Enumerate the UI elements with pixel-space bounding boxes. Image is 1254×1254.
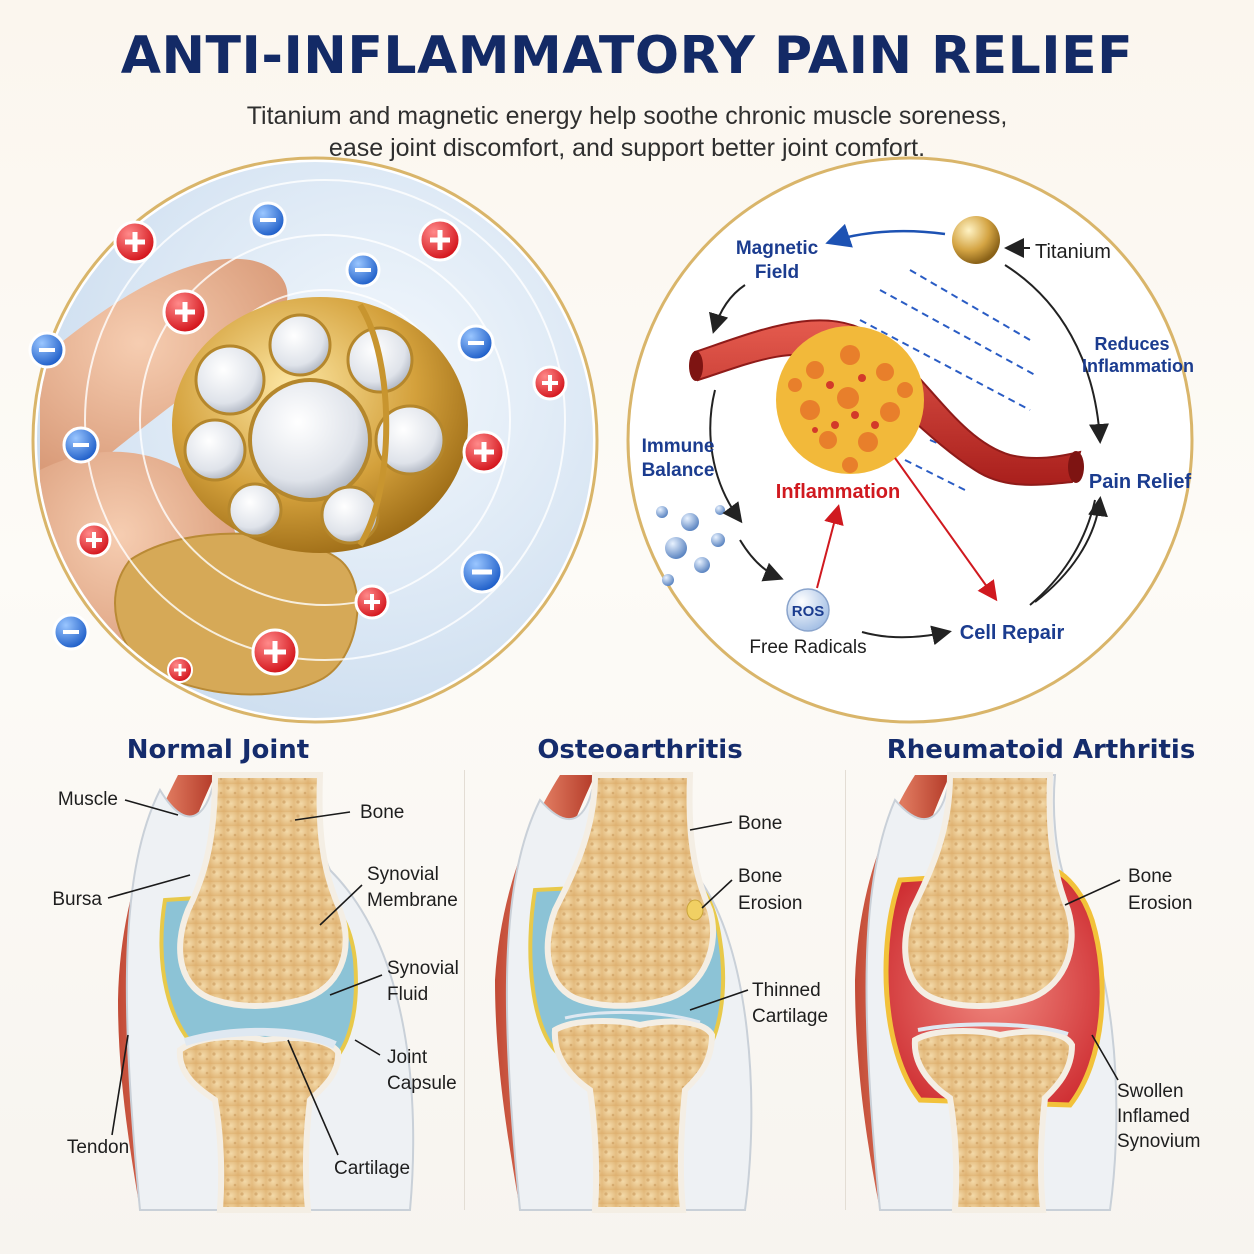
arrow-repair-to-relief: [1034, 496, 1108, 603]
positive-charges: [76, 218, 568, 683]
label-joint-capsule-1: Joint: [387, 1047, 428, 1068]
label-cartilage: Cartilage: [334, 1158, 410, 1179]
arrow-ros-to-inflammation: [816, 504, 844, 589]
panel-divider-2: [845, 770, 846, 1210]
label-synovial-membrane-2: Membrane: [367, 890, 458, 911]
arrow-field-to-vessel: [709, 284, 746, 334]
normal-joint-diagram: [118, 772, 415, 1213]
rhinestone-bead: [172, 297, 468, 553]
cartilage-shape: [183, 1027, 337, 1049]
titanium-sphere: [952, 216, 1000, 264]
label-synovial-fluid-1: Synovial: [387, 958, 459, 979]
label-bone-erosion-ra-2: Erosion: [1128, 893, 1192, 914]
upper-finger: [40, 258, 288, 470]
label-bone-erosion-osteo-2: Erosion: [738, 893, 802, 914]
arrow-titanium-to-field: [825, 223, 946, 248]
label-bone-erosion-ra-1: Bone: [1128, 866, 1172, 887]
ros-molecule: [786, 588, 830, 632]
normal-joint-title: Normal Joint: [127, 735, 309, 765]
ra-cartilage: [917, 1022, 1069, 1036]
label-swollen-1: Swollen: [1117, 1081, 1184, 1102]
label-inflammation-reduced: Inflammation: [1082, 356, 1194, 376]
arrow-to-ros: [739, 539, 784, 582]
label-joint-capsule-2: Capsule: [387, 1073, 457, 1094]
label-ros: ROS: [792, 603, 825, 620]
label-swollen-3: Synovium: [1117, 1131, 1200, 1152]
upper-bone-shape: [177, 772, 349, 1009]
osteo-erosion-spot: [686, 899, 704, 921]
lower-bone-shape: [176, 1034, 342, 1213]
normal-leader-lines: [107, 799, 383, 1156]
label-synovial-fluid-2: Fluid: [387, 984, 428, 1005]
rheumatoid-diagram: [855, 772, 1118, 1213]
label-bone-osteo: Bone: [738, 813, 782, 834]
arrow-to-pain-relief: [1004, 264, 1109, 444]
arrow-relief-back: [1029, 499, 1096, 606]
osteo-upper-bone: [544, 772, 717, 1009]
label-muscle: Muscle: [58, 789, 118, 810]
label-bursa: Bursa: [52, 889, 102, 910]
label-bone-erosion-osteo-1: Bone: [738, 866, 782, 887]
osteoarthritis-diagram: [495, 772, 753, 1213]
label-thinned-1: Thinned: [752, 980, 821, 1001]
label-balance: Balance: [642, 460, 715, 481]
label-pain-relief: Pain Relief: [1089, 471, 1192, 493]
osteo-leader-lines: [689, 821, 749, 1011]
label-reduces: Reduces: [1094, 334, 1169, 354]
arrow-to-cell-repair: [894, 457, 998, 602]
label-inflammation: Inflammation: [776, 481, 900, 503]
label-field: Field: [755, 262, 799, 283]
negative-charges: [28, 201, 504, 651]
osteo-lower-bone: [551, 1018, 716, 1213]
arrow-to-immune: [709, 389, 743, 524]
label-swollen-2: Inflamed: [1117, 1106, 1190, 1127]
ra-lower-bone: [911, 1028, 1076, 1213]
label-free-radicals: Free Radicals: [749, 637, 866, 658]
label-synovial-membrane-1: Synovial: [367, 864, 439, 885]
osteo-thinned-cartilage: [564, 1010, 701, 1024]
label-thinned-2: Cartilage: [752, 1006, 828, 1027]
subtitle-line-2: ease joint discomfort, and support bette…: [328, 134, 926, 162]
subtitle-line-1: Titanium and magnetic energy help soothe…: [246, 102, 1008, 130]
rheumatoid-title: Rheumatoid Arthritis: [887, 735, 1196, 765]
page-title: ANTI-INFLAMMATORY PAIN RELIEF: [120, 26, 1134, 86]
page-subtitle: Titanium and magnetic energy help soothe…: [160, 100, 1094, 164]
label-bone-normal: Bone: [360, 802, 404, 823]
label-tendon: Tendon: [67, 1137, 129, 1158]
label-immune: Immune: [642, 436, 715, 457]
label-magnetic: Magnetic: [736, 238, 819, 259]
osteoarthritis-title: Osteoarthritis: [537, 735, 742, 765]
arrow-radicals-to-repair: [861, 625, 952, 646]
label-titanium: Titanium: [1035, 241, 1111, 263]
inflammation-cluster: [776, 326, 924, 474]
ra-leader-lines: [1064, 879, 1121, 1081]
panel-divider-1: [464, 770, 465, 1210]
ra-upper-bone: [902, 772, 1075, 1009]
label-cell-repair: Cell Repair: [960, 622, 1065, 644]
